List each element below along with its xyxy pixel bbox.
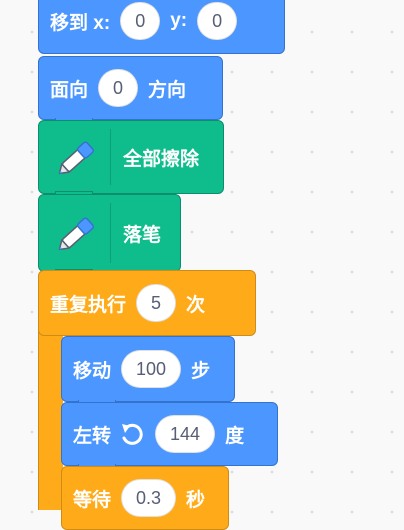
repeat-block[interactable]: 重复执行 5 次 — [38, 270, 256, 336]
direction-input[interactable]: 0 — [98, 69, 139, 107]
turn-left-block[interactable]: 左转 144 度 — [61, 402, 278, 473]
turn-label: 左转 — [73, 425, 112, 447]
steps-suffix: 步 — [191, 360, 211, 382]
repeat-count-input[interactable]: 5 — [136, 284, 177, 322]
goto-xy-block[interactable]: 移到 x: 0 y: 0 — [38, 0, 285, 54]
wait-block[interactable]: 等待 0.3 秒 — [61, 466, 229, 530]
pen-down-block[interactable]: 落笔 — [38, 194, 181, 279]
erase-all-block[interactable]: 全部擦除 — [38, 120, 224, 201]
erase-all-label: 全部擦除 — [123, 148, 200, 170]
x-input[interactable]: 0 — [120, 2, 161, 40]
point-label: 面向 — [50, 79, 89, 101]
y-label: y: — [170, 10, 188, 31]
y-input[interactable]: 0 — [197, 2, 238, 40]
icon-separator — [110, 203, 111, 263]
icon-separator — [110, 129, 111, 185]
repeat-label: 重复执行 — [50, 294, 127, 316]
pen-icon — [44, 203, 110, 263]
direction-suffix: 方向 — [148, 79, 187, 101]
degrees-suffix: 度 — [225, 425, 245, 447]
pen-icon — [44, 127, 110, 187]
pen-down-label: 落笔 — [123, 224, 162, 246]
goto-label: 移到 x: — [50, 12, 111, 34]
move-label: 移动 — [73, 360, 112, 382]
wait-seconds-input[interactable]: 0.3 — [121, 479, 177, 517]
degrees-input[interactable]: 144 — [155, 415, 216, 453]
move-steps-block[interactable]: 移动 100 步 — [61, 336, 235, 409]
seconds-suffix: 秒 — [186, 489, 206, 511]
rotate-left-icon — [119, 421, 145, 447]
repeat-suffix: 次 — [186, 294, 206, 316]
steps-input[interactable]: 100 — [121, 350, 182, 388]
point-direction-block[interactable]: 面向 0 方向 — [38, 56, 223, 127]
wait-label: 等待 — [73, 489, 112, 511]
